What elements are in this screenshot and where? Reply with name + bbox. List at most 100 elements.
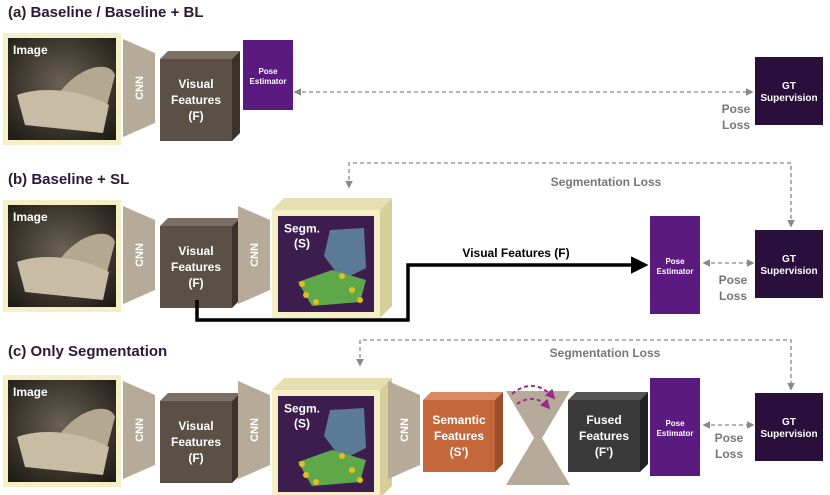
fused-features-c-side: [640, 392, 648, 472]
visual-features-c-top: [160, 393, 240, 401]
semantic-features-c-side: [495, 392, 503, 472]
segmentation-b-side: [380, 198, 392, 318]
visual-features-b-label-line-0: Visual: [178, 244, 213, 258]
cnn-b-label: CNN: [134, 243, 146, 267]
segmentation-loss-label-b: Segmentation Loss: [551, 175, 662, 189]
gt-supervision-b-label-line-0: GT: [782, 254, 796, 265]
visual-features-b-top: [160, 218, 240, 226]
cnn-b2-label: CNN: [249, 243, 261, 267]
pose-loss-label-c-line-1: Loss: [715, 447, 743, 461]
segmentation-c-keypoint-4: [349, 467, 355, 473]
segmentation-b-mask-back-hand: [324, 228, 366, 280]
image-a-label: Image: [13, 43, 48, 57]
visual-features-c-label-line-2: (F): [188, 451, 203, 465]
semantic-features-c-label-line-2: (S'): [450, 445, 469, 459]
cnn-c-shape: [123, 381, 155, 479]
segmentation-loss-connector-c: [356, 339, 795, 391]
pose-estimator-a-label-line-1: Estimator: [250, 77, 287, 86]
segmentation-c-label-line-1: (S): [294, 417, 310, 431]
pose-estimator-b-box: [650, 216, 700, 314]
pose-estimator-b-label-line-1: Estimator: [657, 267, 694, 276]
cnn-a-label: CNN: [134, 76, 146, 100]
pose-loss-label-a-line-1: Loss: [722, 118, 750, 132]
image-b-hand-front: [17, 257, 109, 300]
semantic-features-c-label-line-1: Features: [434, 429, 484, 443]
segmentation-c-keypoint-0: [299, 461, 305, 467]
gt-supervision-c-label-line-1: Supervision: [760, 429, 817, 440]
fused-features-c-front: [568, 400, 640, 472]
semantic-features-c-label-line-0: Semantic: [432, 413, 486, 427]
semantic-features-c-front: [423, 400, 495, 472]
cnn-c3-shape: [388, 381, 420, 479]
segmentation-b-mask-front-hand: [298, 270, 366, 306]
visual-features-a-front: [160, 59, 232, 141]
visual-features-b-label-line-1: Features: [171, 260, 221, 274]
visual-features-arrow-b: [195, 256, 649, 322]
gt-supervision-c-label-line-0: GT: [782, 417, 796, 428]
segmentation-b-keypoint-1: [303, 292, 309, 298]
segmentation-b-keypoint-2: [313, 299, 319, 305]
pose-estimator-a-box: [243, 40, 293, 110]
segmentation-c-top: [272, 378, 392, 390]
visual-features-c-label-line-0: Visual: [178, 419, 213, 433]
pose-loss-label-b-line-0: Pose: [719, 273, 748, 287]
segmentation-loss-connector-b: [345, 162, 795, 228]
cnn-c2-label: CNN: [249, 418, 261, 442]
pose-estimator-c-label-line-0: Pose: [665, 419, 685, 428]
visual-features-a-label-line-2: (F): [188, 109, 203, 123]
gt-supervision-b-label-line-1: Supervision: [760, 266, 817, 277]
gt-supervision-b-box: [755, 230, 823, 298]
cnn-c2-shape: [238, 381, 270, 479]
segmentation-b-keypoint-3: [339, 273, 345, 279]
visual-features-b-front: [160, 226, 232, 308]
pose-loss-label-b-line-1: Loss: [719, 289, 747, 303]
visual-features-c-front: [160, 401, 232, 483]
image-b-label: Image: [13, 210, 48, 224]
visual-features-a-top: [160, 51, 240, 59]
pose-estimator-c-label-line-1: Estimator: [657, 429, 694, 438]
pose-loss-label-c-line-0: Pose: [715, 431, 744, 445]
gt-supervision-a-label-line-0: GT: [782, 81, 796, 92]
segmentation-b-keypoint-4: [349, 287, 355, 293]
fused-features-c-label-line-2: (F'): [595, 445, 613, 459]
visual-features-b-label-line-2: (F): [188, 276, 203, 290]
image-c-label: Image: [13, 385, 48, 399]
segmentation-c-mask-front-hand: [298, 450, 366, 486]
panel-a-title: (a) Baseline / Baseline + BL: [8, 4, 204, 21]
semantic-features-c-top: [423, 392, 503, 400]
image-a-hand-front: [17, 90, 109, 133]
cnn-a-shape: [123, 39, 155, 137]
cnn-b2-shape: [238, 206, 270, 304]
fused-features-c-top: [568, 392, 648, 400]
segmentation-b-label-line-1: (S): [294, 237, 310, 251]
segmentation-b-keypoint-0: [299, 281, 305, 287]
segmentation-c-label-line-0: Segm.: [284, 402, 320, 416]
cnn-b-shape: [123, 206, 155, 304]
segmentation-c-mask-back-hand: [324, 408, 366, 460]
cnn-c-label: CNN: [134, 418, 146, 442]
panel-b-title: (b) Baseline + SL: [8, 171, 130, 188]
segmentation-b-label-line-0: Segm.: [284, 222, 320, 236]
visual-features-a-side: [232, 51, 240, 141]
visual-features-arrow-label-b: Visual Features (F): [462, 246, 569, 260]
segmentation-b-top: [272, 198, 392, 210]
curved-arrow-lower-c: [516, 397, 551, 410]
pose-loss-label-a-line-0: Pose: [722, 102, 751, 116]
gt-supervision-a-label-line-1: Supervision: [760, 93, 817, 104]
visual-features-a-label-line-1: Features: [171, 93, 221, 107]
gt-supervision-a-box: [755, 57, 823, 125]
pose-estimator-b-label-line-0: Pose: [665, 257, 685, 266]
panel-c-title: (c) Only Segmentation: [8, 343, 168, 360]
segmentation-c-keypoint-5: [357, 477, 363, 483]
cnn-c3-label: CNN: [399, 418, 411, 442]
segmentation-c-keypoint-1: [303, 472, 309, 478]
visual-features-a-label-line-0: Visual: [178, 77, 213, 91]
segmentation-c-keypoint-2: [313, 479, 319, 485]
segmentation-loss-label-c: Segmentation Loss: [550, 346, 661, 360]
pose-estimator-a-label-line-0: Pose: [258, 67, 278, 76]
segmentation-b-keypoint-5: [357, 297, 363, 303]
segmentation-c-keypoint-3: [339, 453, 345, 459]
fused-features-c-label-line-0: Fused: [586, 413, 621, 427]
